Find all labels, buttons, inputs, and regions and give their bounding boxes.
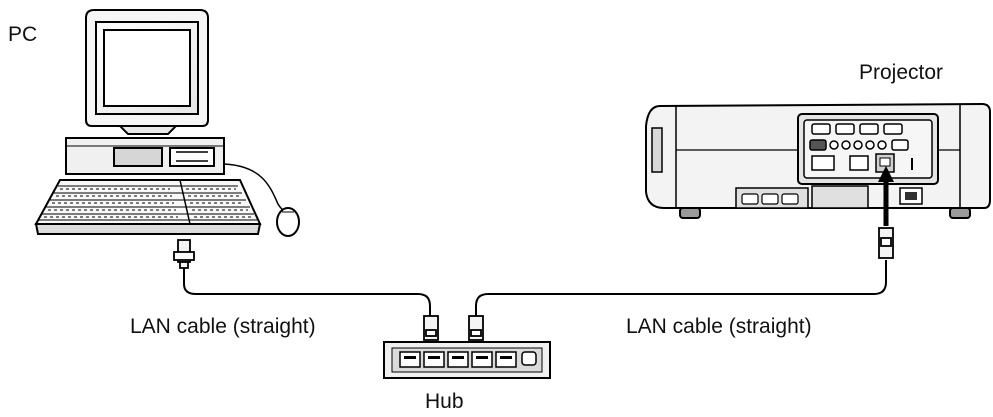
projector-lan-plug-icon bbox=[878, 227, 894, 259]
pc-icon bbox=[34, 9, 300, 237]
hub-label: Hub bbox=[425, 390, 464, 413]
hub-left-plug-icon bbox=[423, 315, 439, 341]
left-lan-cable-label: LAN cable (straight) bbox=[130, 315, 316, 338]
connection-arrow-icon bbox=[878, 166, 894, 226]
right-lan-cable-label: LAN cable (straight) bbox=[626, 315, 812, 338]
hub-icon bbox=[383, 341, 551, 379]
hub-right-plug-icon bbox=[468, 315, 484, 341]
pc-lan-plug-icon bbox=[173, 239, 195, 269]
projector-icon bbox=[645, 102, 991, 219]
lan-cable-lines bbox=[183, 260, 887, 318]
pc-label: PC bbox=[8, 23, 38, 46]
projector-label: Projector bbox=[859, 61, 944, 84]
